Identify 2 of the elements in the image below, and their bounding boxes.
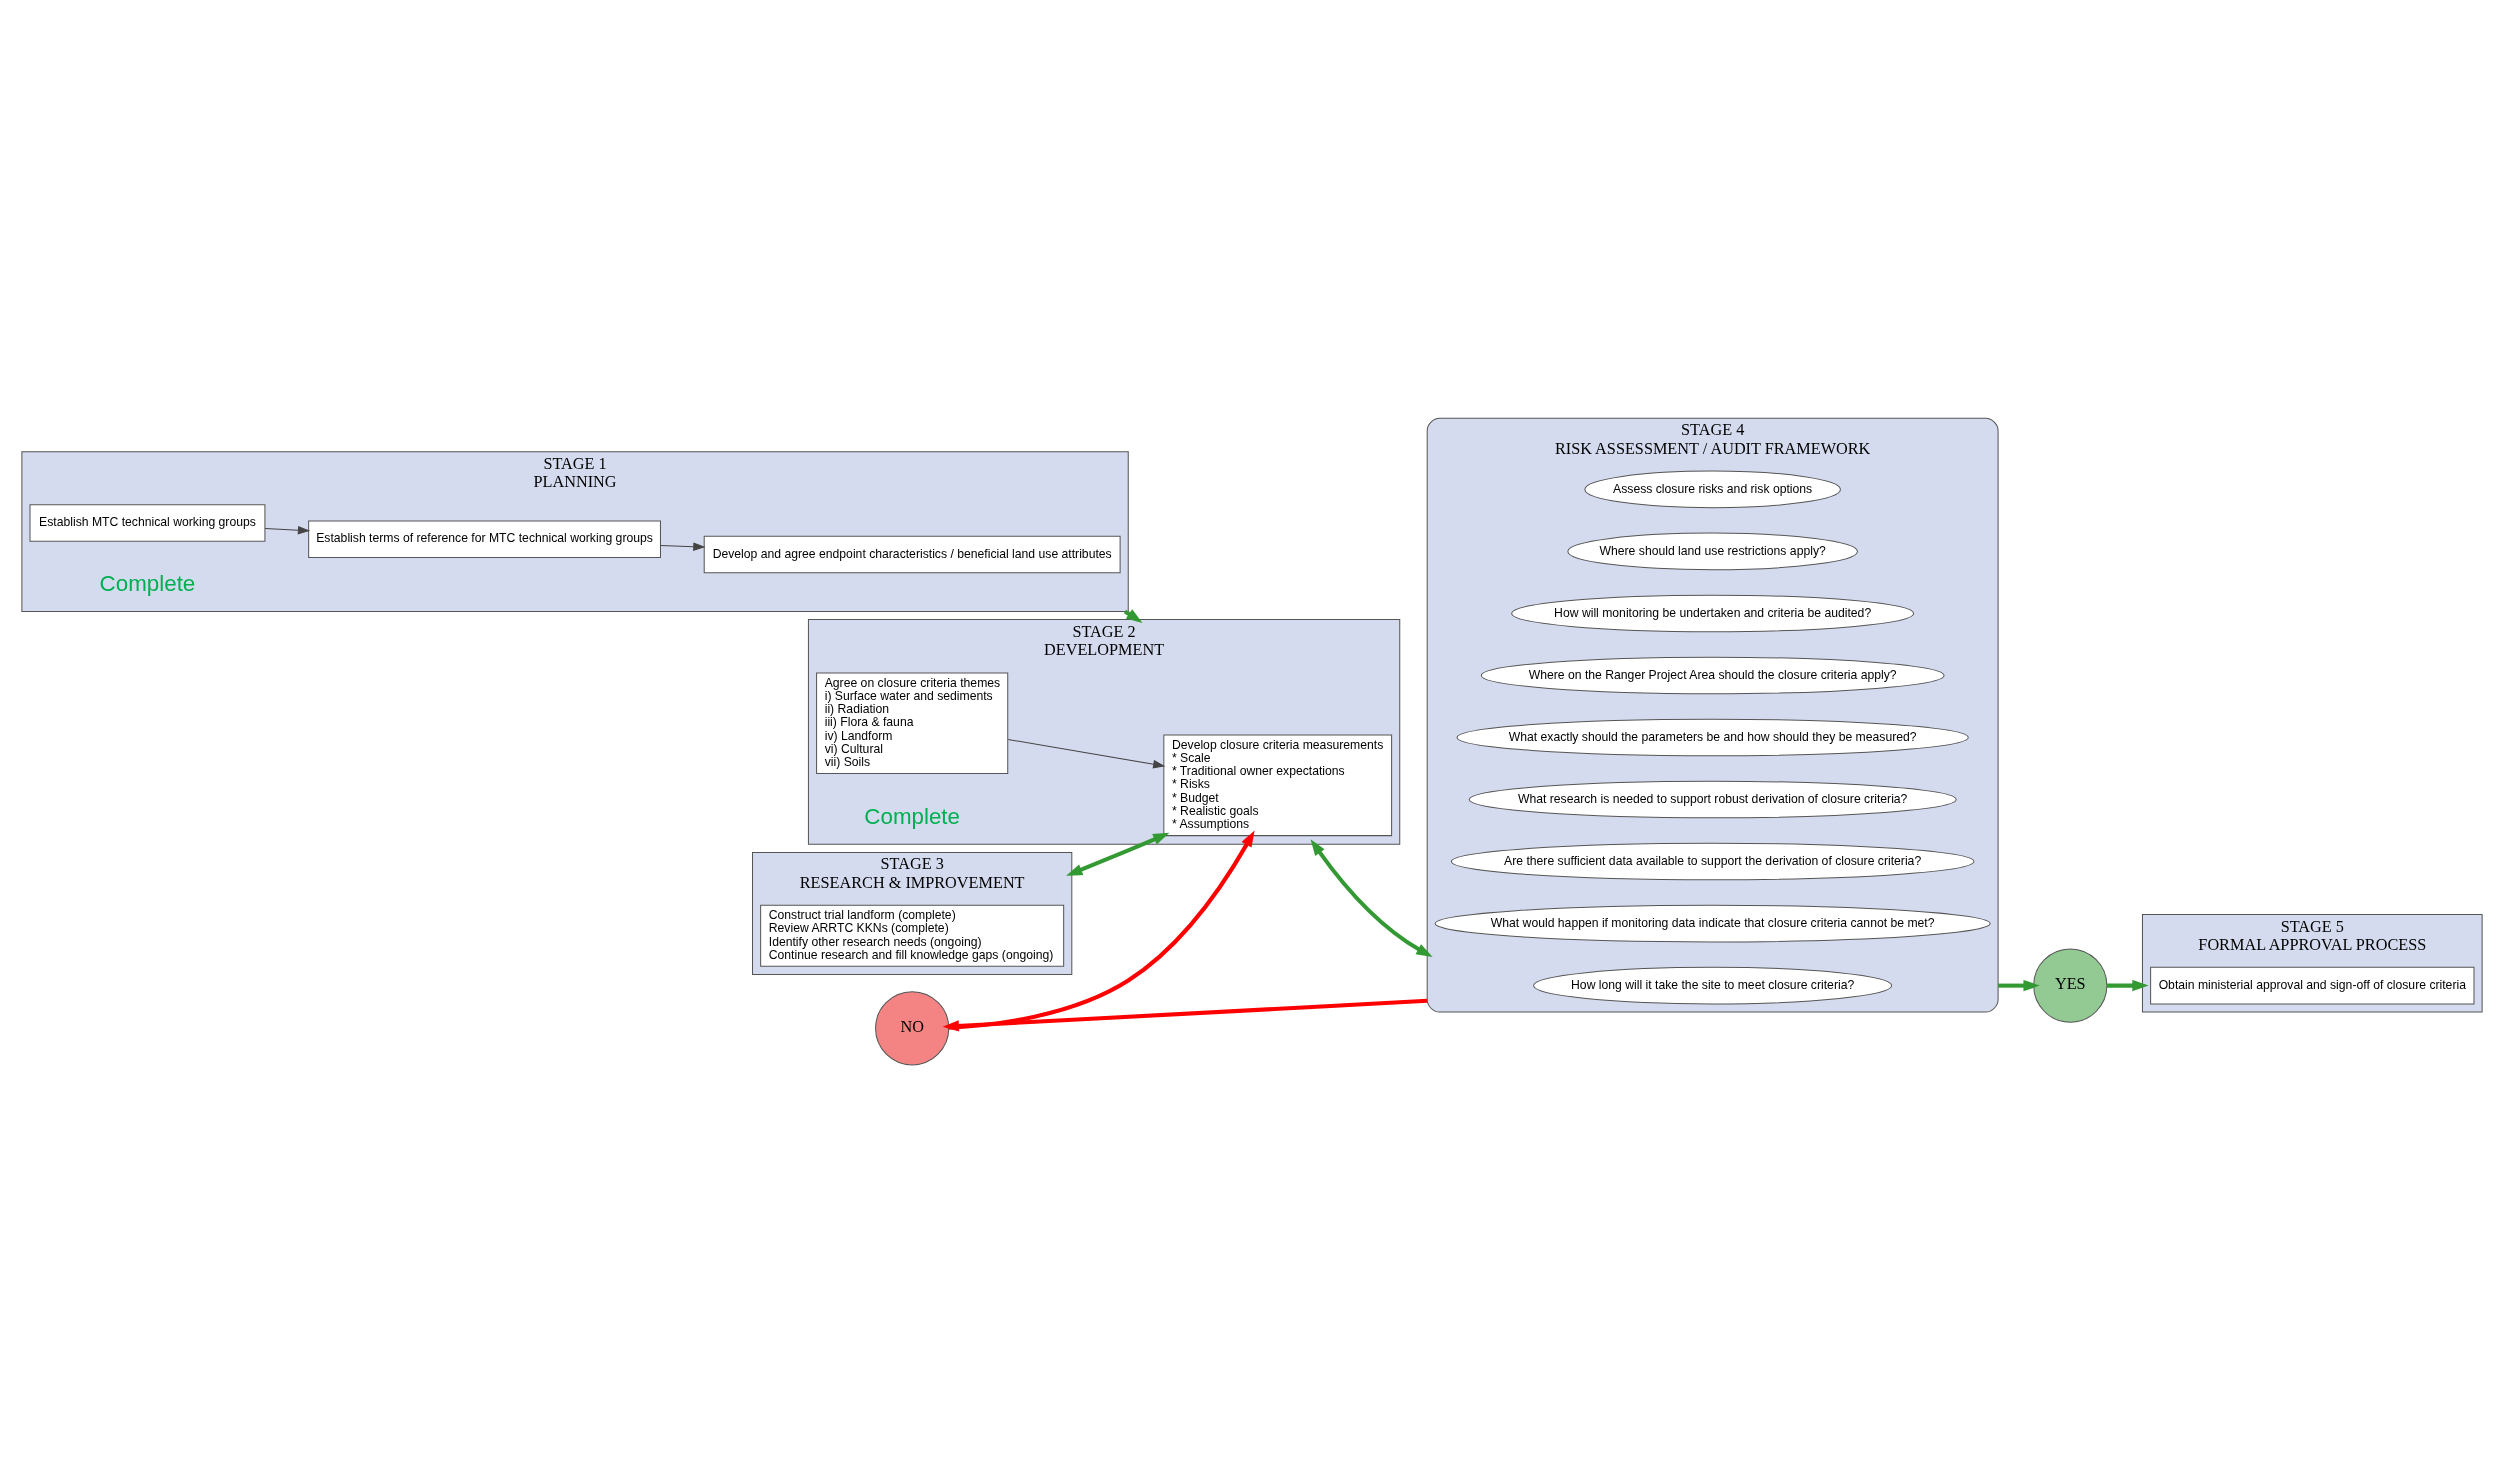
label: Complete — [864, 803, 961, 829]
label: Complete — [99, 570, 196, 596]
